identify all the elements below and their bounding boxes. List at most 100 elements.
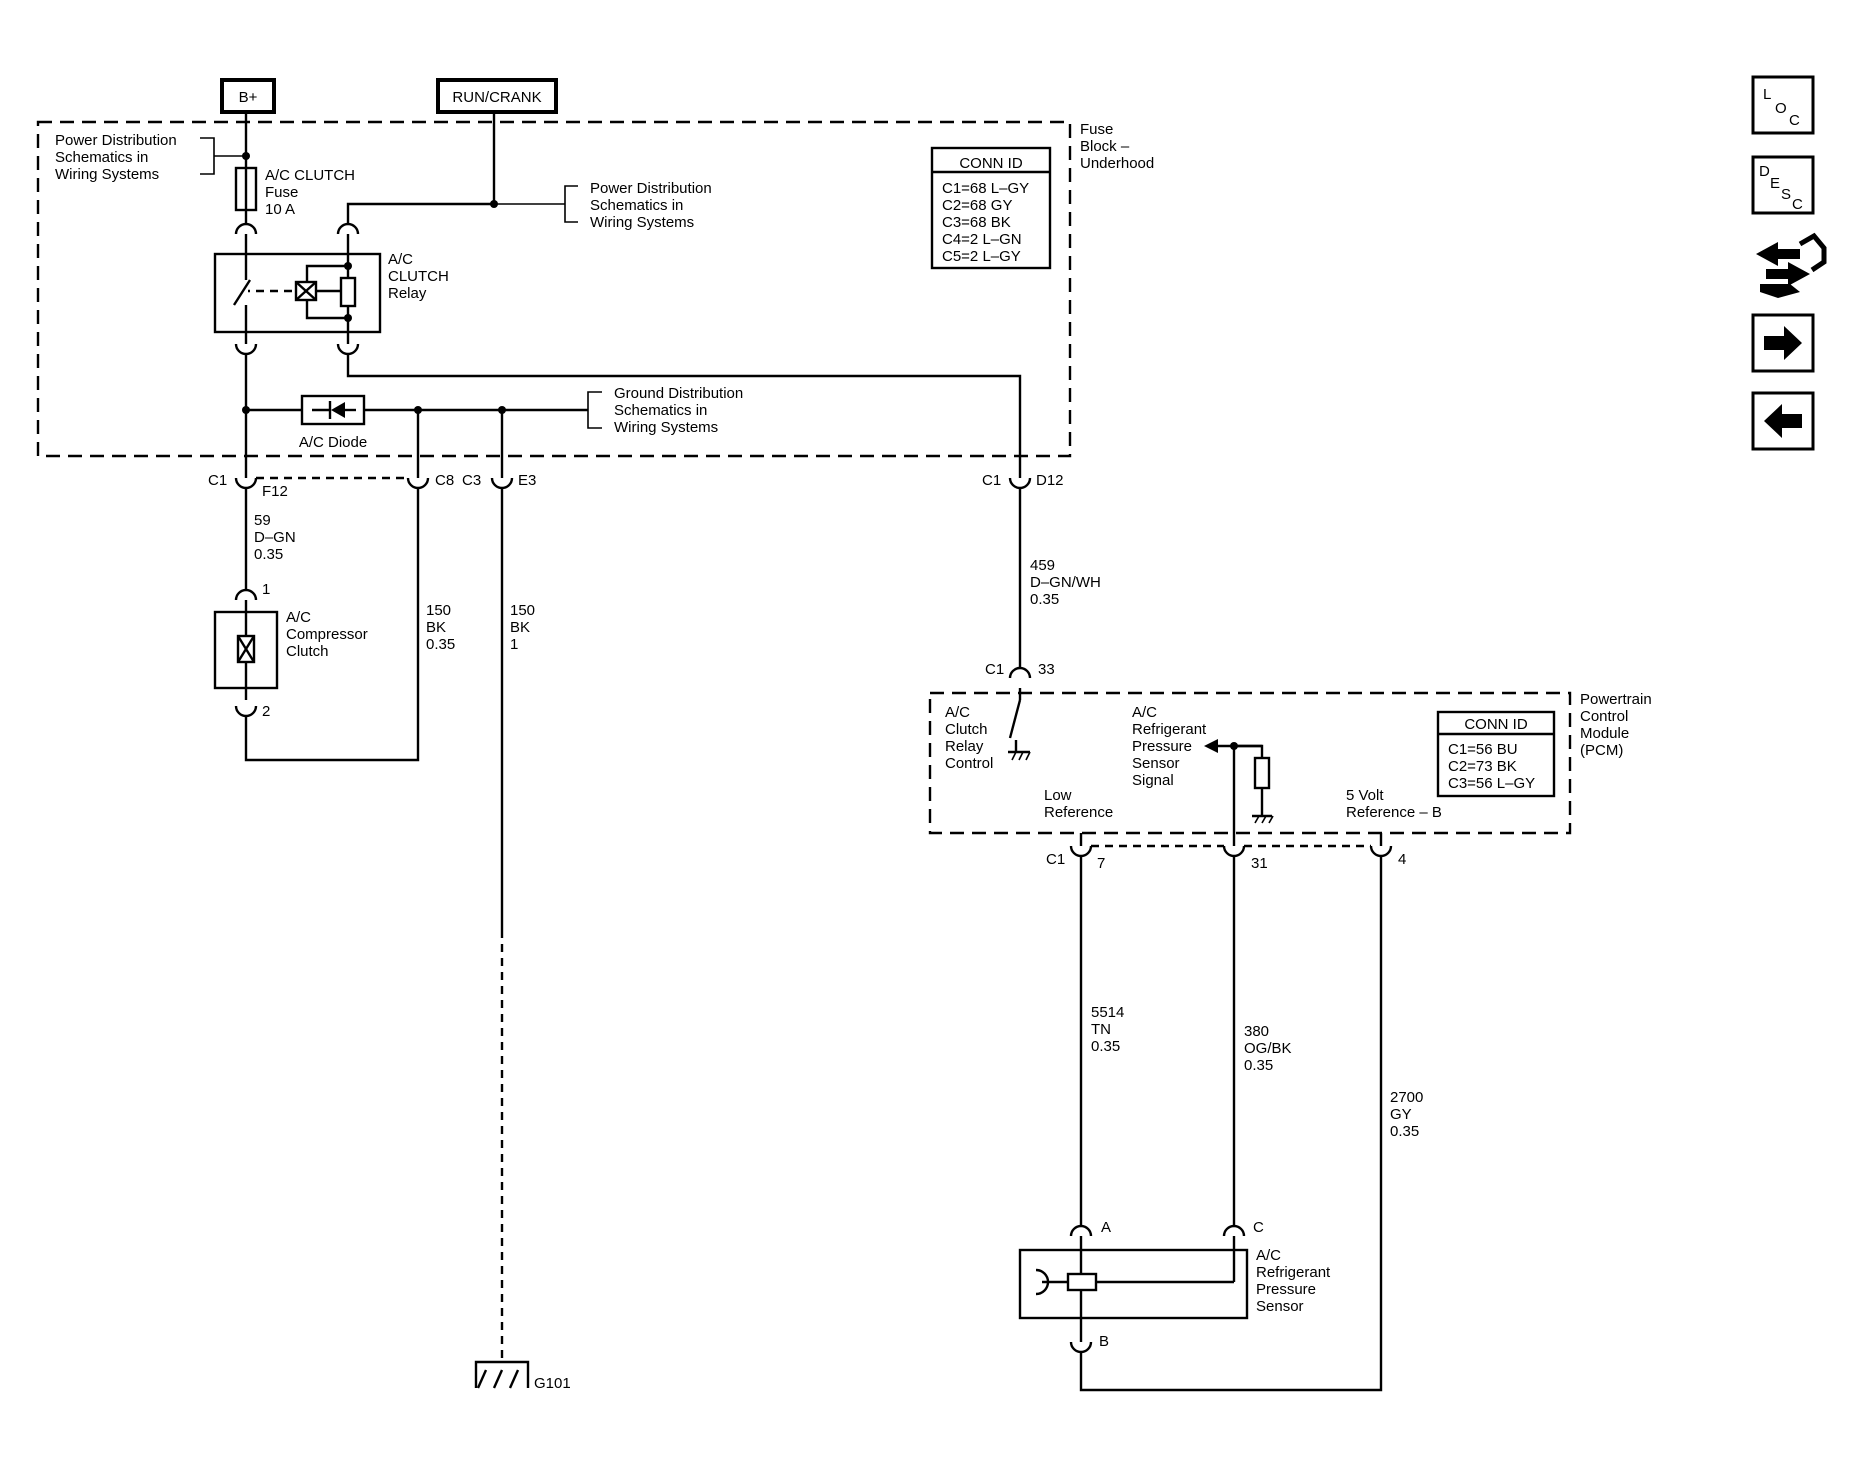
pin-label: 2 bbox=[262, 703, 270, 720]
fuse-block-conn-id-table: CONN ID C1=68 L–GY C2=68 GY C3=68 BK C4=… bbox=[930, 146, 1052, 270]
wire-150-label-a: 150 BK 0.35 bbox=[426, 602, 455, 653]
relay-label: CLUTCH bbox=[388, 268, 449, 285]
pin-label: C bbox=[1253, 1219, 1264, 1236]
desc-icon: D E S C bbox=[1759, 163, 1803, 213]
ref-text: Wiring Systems bbox=[590, 214, 694, 231]
wire-text: D–GN/WH bbox=[1030, 574, 1101, 591]
connector-c1-7: C1 7 bbox=[1046, 845, 1105, 872]
ref-text: Schematics in bbox=[590, 197, 683, 214]
conn-id-row: C2=73 BK bbox=[1448, 758, 1517, 775]
wire-459-label: 459 D–GN/WH 0.35 bbox=[1030, 557, 1101, 608]
compressor-label: Compressor bbox=[286, 626, 368, 643]
pcm-text: Clutch bbox=[945, 721, 988, 738]
wire-text: 1 bbox=[510, 636, 518, 653]
pcm-conn-id-table: CONN ID C1=56 BU C2=73 BK C3=56 L–GY bbox=[1436, 710, 1556, 798]
connector-tool-button[interactable] bbox=[1756, 232, 1827, 298]
chassis-ground-icon bbox=[1252, 806, 1274, 824]
pcm-text: Signal bbox=[1132, 772, 1174, 789]
pcm-label-line: Control bbox=[1580, 708, 1628, 725]
connector-c1-f12: C1 F12 bbox=[208, 472, 288, 500]
relay-label: Relay bbox=[388, 285, 427, 302]
wire-text: 0.35 bbox=[426, 636, 455, 653]
run-crank-source: RUN/CRANK bbox=[436, 78, 558, 114]
pcm-text: A/C bbox=[1132, 704, 1157, 721]
pcm-text: Relay bbox=[945, 738, 984, 755]
conn-label: C1 bbox=[208, 472, 227, 489]
conn-id-row: C5=2 L–GY bbox=[942, 248, 1021, 265]
power-distribution-ref-right: Power Distribution Schematics in Wiring … bbox=[564, 180, 712, 231]
pin-label: 1 bbox=[262, 581, 270, 598]
wire-59-label: 59 D–GN 0.35 bbox=[254, 512, 296, 563]
conn-id-row: C3=56 L–GY bbox=[1448, 775, 1535, 792]
power-distribution-ref-left: Power Distribution Schematics in Wiring … bbox=[55, 132, 245, 183]
nav-glyph: E bbox=[1770, 175, 1780, 192]
low-reference-label: Low Reference bbox=[1044, 787, 1113, 821]
previous-button[interactable] bbox=[1751, 391, 1815, 451]
conn-label: 7 bbox=[1097, 855, 1105, 872]
ref-text: Schematics in bbox=[55, 149, 148, 166]
ref-text: Schematics in bbox=[614, 402, 707, 419]
ac-compressor-clutch: A/C Compressor Clutch bbox=[213, 600, 368, 700]
conn-id-title: CONN ID bbox=[959, 155, 1023, 172]
connector-pin-31: 31 bbox=[1222, 845, 1268, 872]
conn-label: 4 bbox=[1398, 851, 1406, 868]
next-button[interactable] bbox=[1751, 313, 1815, 373]
conn-id-row: C2=68 GY bbox=[942, 197, 1012, 214]
connector-pin-4: 4 bbox=[1369, 845, 1406, 868]
ref-text: Wiring Systems bbox=[55, 166, 159, 183]
wire-text: 150 bbox=[510, 602, 535, 619]
wire-text: 5514 bbox=[1091, 1004, 1124, 1021]
wire-text: 0.35 bbox=[1030, 591, 1059, 608]
conn-id-row: C1=56 BU bbox=[1448, 741, 1518, 758]
ground-distribution-ref: Ground Distribution Schematics in Wiring… bbox=[587, 385, 743, 436]
loc-icon: L O C bbox=[1763, 86, 1800, 129]
fuse-label: A/C CLUTCH bbox=[265, 167, 355, 184]
terminal-male bbox=[234, 343, 258, 356]
ref-text: Power Distribution bbox=[590, 180, 712, 197]
wire-text: D–GN bbox=[254, 529, 296, 546]
connector-tool-icon bbox=[1756, 232, 1827, 298]
wire-text: BK bbox=[426, 619, 446, 636]
nav-glyph: L bbox=[1763, 86, 1771, 103]
compressor-label: Clutch bbox=[286, 643, 329, 660]
ref-text: Wiring Systems bbox=[614, 419, 718, 436]
diode-label: A/C Diode bbox=[299, 434, 367, 451]
pcm-text: Sensor bbox=[1132, 755, 1180, 772]
bplus-label: B+ bbox=[239, 89, 258, 106]
wire-text: GY bbox=[1390, 1106, 1412, 1123]
ref-text: Power Distribution bbox=[55, 132, 177, 149]
relay-label: A/C bbox=[388, 251, 413, 268]
wire-text: 0.35 bbox=[1390, 1123, 1419, 1140]
nav-glyph: O bbox=[1775, 100, 1787, 117]
conn-label: E3 bbox=[518, 472, 536, 489]
fuse-block-label-1: Fuse bbox=[1080, 121, 1113, 138]
conn-id-row: C1=68 L–GY bbox=[942, 180, 1029, 197]
conn-id-row: C3=68 BK bbox=[942, 214, 1011, 231]
conn-label: 33 bbox=[1038, 661, 1055, 678]
desc-button[interactable]: D E S C bbox=[1751, 155, 1815, 215]
loc-button[interactable]: L O C bbox=[1751, 75, 1815, 135]
conn-id-row: C4=2 L–GN bbox=[942, 231, 1022, 248]
wire-text: 150 bbox=[426, 602, 451, 619]
wire-text: 0.35 bbox=[254, 546, 283, 563]
ref-text: Ground Distribution bbox=[614, 385, 743, 402]
fuse-block-label: Fuse Block – Underhood bbox=[1080, 121, 1154, 172]
five-volt-reference-label: 5 Volt Reference – B bbox=[1346, 787, 1442, 821]
conn-label: C3 bbox=[462, 472, 481, 489]
pcm-text: Reference – B bbox=[1346, 804, 1442, 821]
run-crank-label: RUN/CRANK bbox=[452, 89, 541, 106]
pin-label: A bbox=[1101, 1219, 1111, 1236]
terminal-male bbox=[336, 343, 360, 356]
nav-glyph: C bbox=[1792, 196, 1803, 213]
fuse-label: Fuse bbox=[265, 184, 298, 201]
pcm-frame bbox=[928, 691, 1572, 835]
connector-c1-d12: C1 D12 bbox=[982, 472, 1064, 490]
relay-control-label: A/C Clutch Relay Control bbox=[945, 704, 993, 772]
ac-clutch-relay: A/C CLUTCH Relay bbox=[213, 251, 449, 334]
wire-5514-label: 5514 TN 0.35 bbox=[1091, 1004, 1124, 1055]
wire-text: 2700 bbox=[1390, 1089, 1423, 1106]
pressure-signal-label: A/C Refrigerant Pressure Sensor Signal bbox=[1132, 704, 1207, 789]
terminal-female bbox=[336, 222, 360, 235]
bplus-source: B+ bbox=[220, 78, 276, 114]
